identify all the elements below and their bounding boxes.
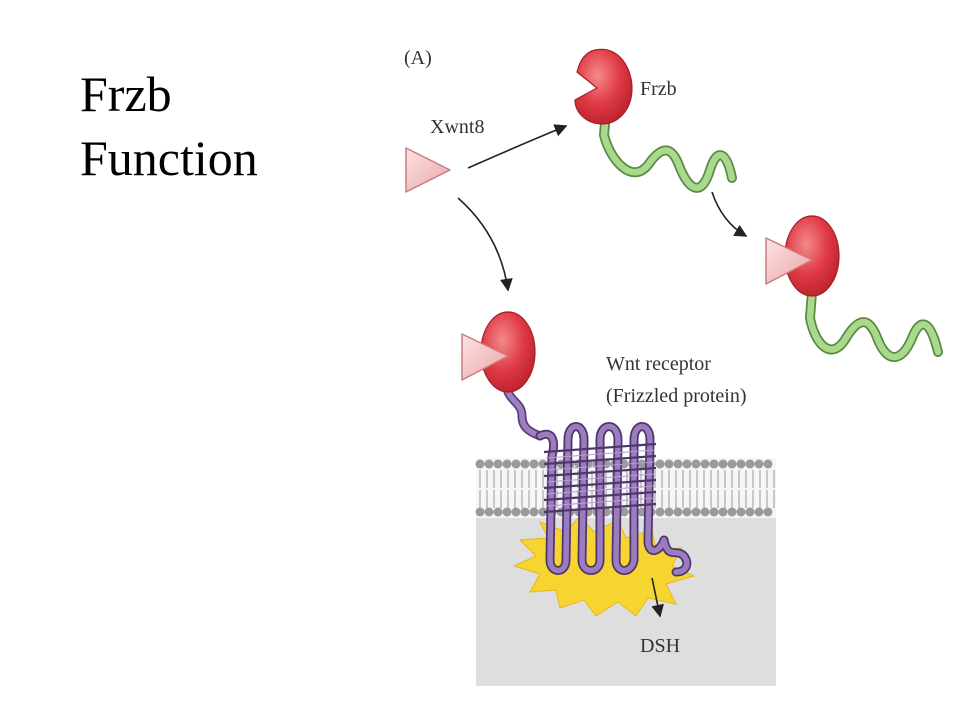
receptor-xwnt8-ligand: [461, 333, 509, 381]
complex-frzb-tail: [806, 288, 942, 361]
arrow-to-dsh: [651, 577, 664, 618]
xwnt8-ligand: [405, 147, 451, 193]
frzb-xwnt8-complex: [765, 215, 943, 362]
complex-xwnt8-ligand: [765, 237, 813, 285]
receptor-label-line-1: Wnt receptor: [606, 353, 711, 375]
dsh-label: DSH: [640, 635, 680, 657]
receptor-bound-wnt: [461, 311, 536, 393]
frzb-crd-domain: [574, 48, 633, 125]
arrow-xwnt8-to-frzb: [467, 124, 568, 169]
arrow-xwnt8-to-receptor: [457, 197, 513, 292]
lipid-bilayer: [475, 458, 776, 518]
arrow-frzb-to-complex: [711, 191, 748, 237]
frizzled-receptor: [503, 387, 692, 577]
title-line-2: Function: [80, 130, 258, 186]
frzb-label: Frzb: [640, 78, 677, 100]
panel-label: (A): [404, 47, 432, 69]
frzb-protein: [574, 48, 737, 193]
receptor-label-line-2: (Frizzled protein): [606, 385, 747, 407]
title-line-1: Frzb: [80, 66, 172, 122]
xwnt8-label: Xwnt8: [430, 116, 484, 138]
slide-title: Frzb Function: [80, 62, 380, 190]
